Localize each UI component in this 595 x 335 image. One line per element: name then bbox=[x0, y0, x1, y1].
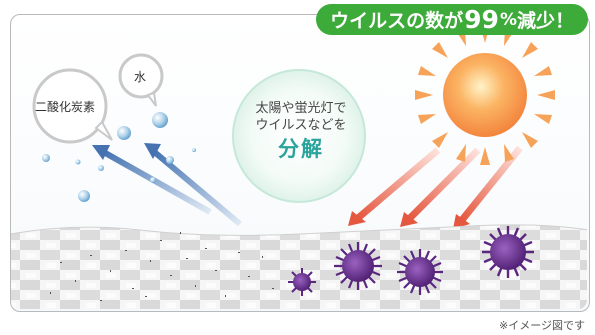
banner-number: 99 bbox=[464, 5, 499, 34]
light-arrows bbox=[348, 145, 523, 229]
banner-text-pre: ウイルスの数が bbox=[330, 10, 464, 32]
banner-text-post: 減少！ bbox=[516, 10, 574, 32]
particles bbox=[50, 232, 274, 301]
co2-label: 二酸化炭素 bbox=[35, 100, 96, 114]
water-label: 水 bbox=[134, 70, 147, 84]
center-caption: 太陽や蛍光灯で ウイルスなどを 分解 bbox=[226, 100, 376, 161]
bubble-icon-water bbox=[118, 53, 164, 107]
fabric-surface bbox=[11, 224, 587, 309]
bubble-icon-co2 bbox=[32, 68, 113, 144]
virus-icon bbox=[397, 249, 443, 295]
sun-icon bbox=[415, 25, 555, 165]
droplets bbox=[42, 112, 196, 202]
banner-percent: % bbox=[499, 9, 517, 30]
center-line2: ウイルスなどを bbox=[255, 118, 347, 133]
virus-icon bbox=[482, 226, 534, 278]
rising-arrows bbox=[92, 143, 242, 227]
virus-icon-small bbox=[288, 268, 316, 296]
reduction-banner: ウイルスの数が 99 % 減少！ bbox=[316, 4, 588, 35]
image-note: ※イメージ図です bbox=[499, 319, 585, 332]
virus-icon bbox=[334, 242, 382, 290]
center-line1: 太陽や蛍光灯で bbox=[255, 101, 347, 116]
decompose-text: 分解 bbox=[278, 137, 324, 161]
glow-circle bbox=[232, 69, 366, 203]
